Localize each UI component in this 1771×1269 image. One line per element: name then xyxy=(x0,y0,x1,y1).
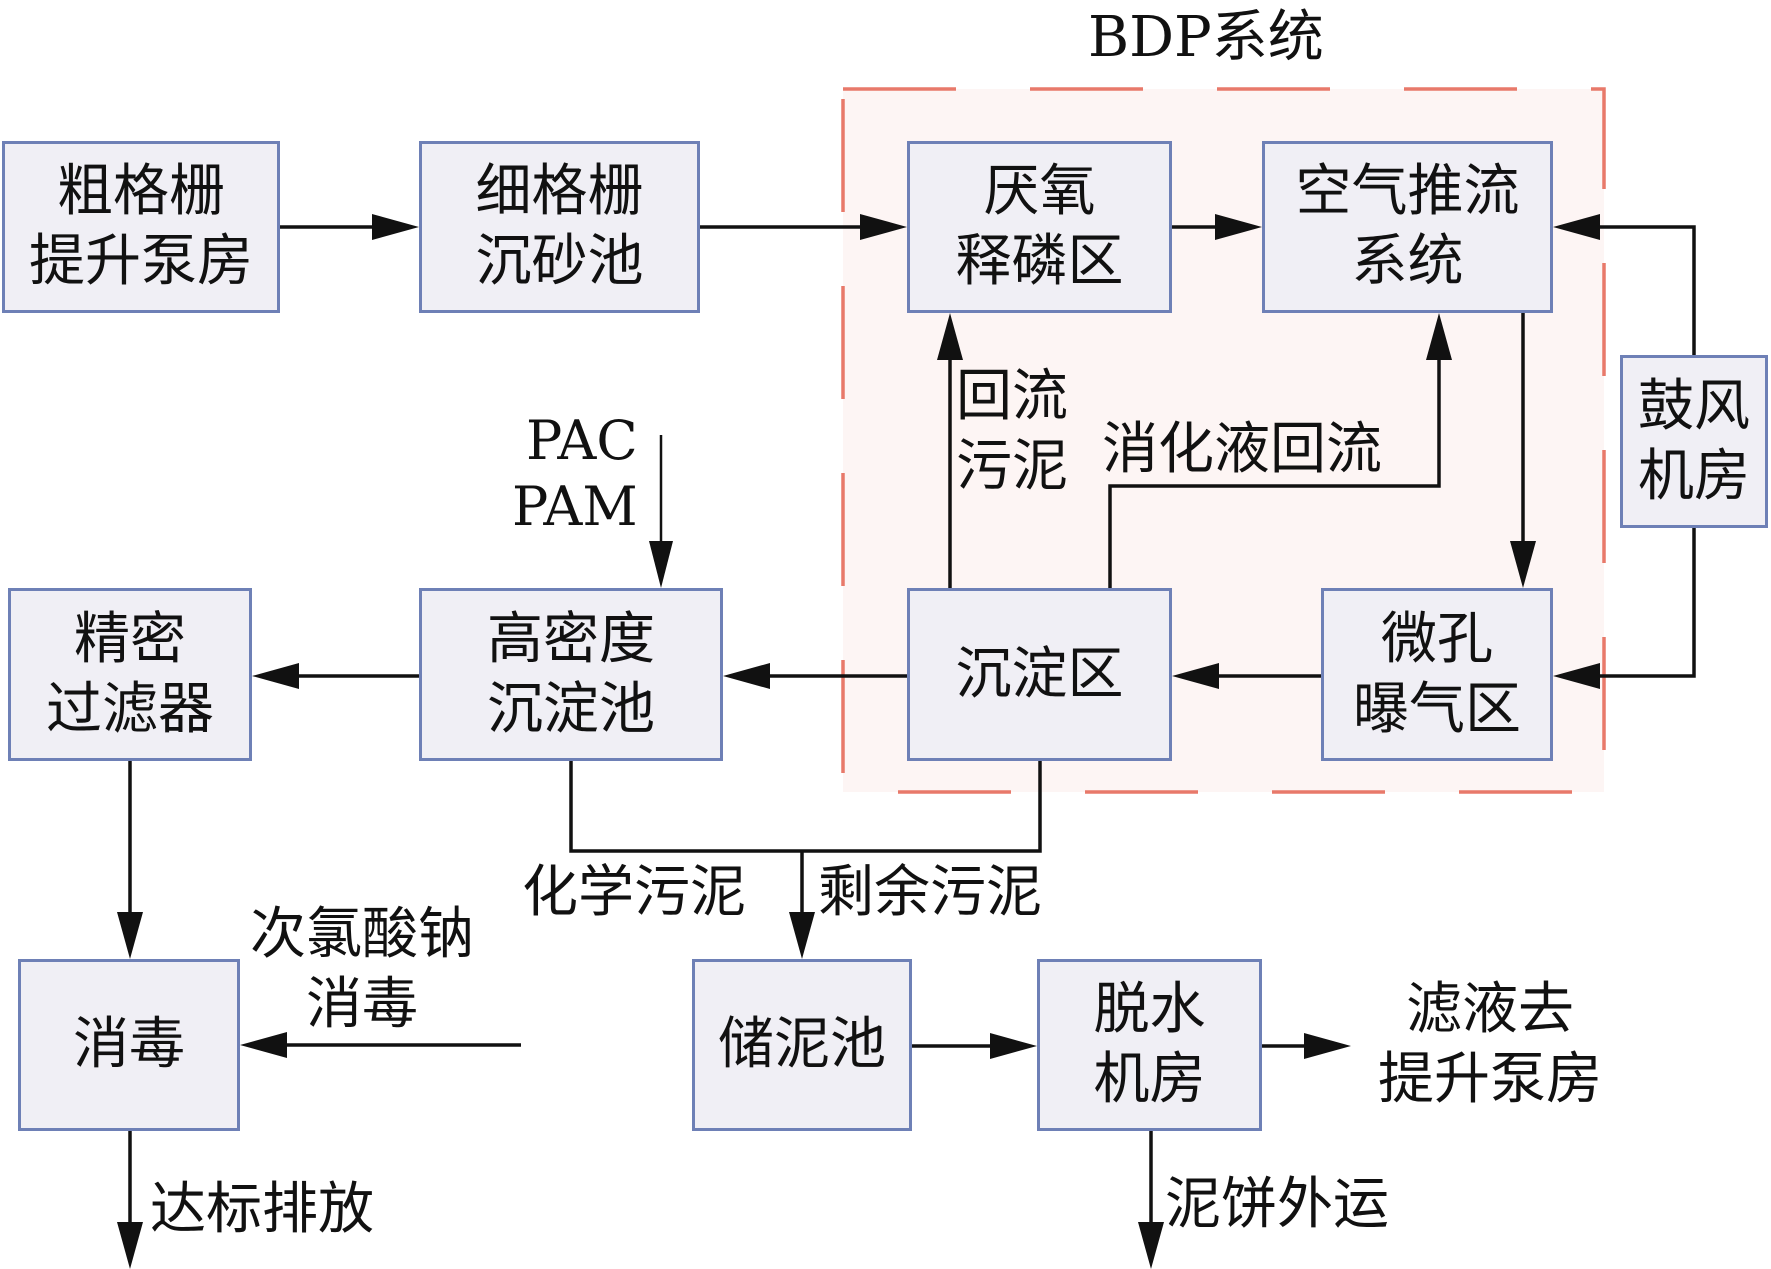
arrowhead xyxy=(252,663,299,689)
label-nitrified-liquid-return: 消化液回流 xyxy=(1102,417,1382,482)
node-label-line: 机房 xyxy=(1638,443,1750,509)
node-label-line: 沉砂池 xyxy=(475,229,644,294)
node-label-line: 系统 xyxy=(1351,229,1464,294)
bdp-system-title: BDP系统 xyxy=(1088,5,1324,70)
node-label-line: 细格栅 xyxy=(475,159,644,224)
label-discharge: 达标排放 xyxy=(150,1177,374,1242)
label-line: PAC xyxy=(525,409,638,472)
arrow-blower-to-aeration xyxy=(1600,528,1696,678)
arrowhead xyxy=(240,1032,287,1058)
label-return-sludge: 回流 污泥 xyxy=(956,362,1068,502)
arrowhead xyxy=(990,1033,1037,1059)
node-label-line: 精密 xyxy=(74,606,186,672)
label-sludge-cake-haulage: 泥饼外运 xyxy=(1165,1172,1389,1237)
node-label-line: 曝气区 xyxy=(1353,676,1521,742)
label-line: 回流 xyxy=(956,364,1068,429)
label-line: 污泥 xyxy=(956,434,1068,499)
label-line: 滤液去 xyxy=(1406,977,1574,1042)
node-label-line: 释磷区 xyxy=(955,229,1124,294)
arrowhead xyxy=(860,214,907,240)
arrow-blower-to-airplug xyxy=(1600,225,1696,355)
label-line: 消毒 xyxy=(306,972,418,1037)
node-disinfection[interactable]: 消毒 xyxy=(18,959,240,1131)
label-line: 提升泵房 xyxy=(1378,1047,1602,1112)
arrowhead xyxy=(1510,541,1536,588)
node-anaerobic-phosphorus-release[interactable]: 厌氧 释磷区 xyxy=(907,141,1172,313)
arrowhead xyxy=(937,313,963,360)
node-label-line: 储泥池 xyxy=(718,1012,886,1077)
arrowhead xyxy=(1553,663,1600,689)
node-coarse-screen-pump-house[interactable]: 粗格栅 提升泵房 xyxy=(2,141,280,313)
arrowhead xyxy=(1426,313,1452,360)
node-label-line: 粗格栅 xyxy=(57,159,225,224)
label-excess-sludge: 剩余污泥 xyxy=(818,860,1042,925)
label-line: PAM xyxy=(512,475,638,538)
arrowhead xyxy=(723,663,770,689)
label-chemical-dosing: PAC PAM xyxy=(512,408,638,540)
label-filtrate-to-pump-house: 滤液去 提升泵房 xyxy=(1378,975,1602,1115)
arrowhead xyxy=(1215,214,1262,240)
node-label-line: 厌氧 xyxy=(983,159,1096,224)
arrowhead xyxy=(1304,1033,1351,1059)
arrowhead xyxy=(117,912,143,959)
arrowhead xyxy=(649,541,673,588)
label-line: 次氯酸钠 xyxy=(250,902,474,967)
node-label-line: 过滤器 xyxy=(46,676,214,742)
node-air-plug-flow-system[interactable]: 空气推流 系统 xyxy=(1262,141,1553,313)
node-dewatering-room[interactable]: 脱水 机房 xyxy=(1037,959,1262,1131)
node-label-line: 沉淀区 xyxy=(955,641,1124,707)
node-settling-zone[interactable]: 沉淀区 xyxy=(907,588,1172,761)
node-sludge-storage-tank[interactable]: 储泥池 xyxy=(692,959,912,1131)
arrowhead xyxy=(1172,663,1219,689)
node-label-line: 机房 xyxy=(1093,1047,1206,1112)
node-label-line: 消毒 xyxy=(73,1012,185,1077)
arrowhead xyxy=(1553,214,1600,240)
node-label-line: 微孔 xyxy=(1381,606,1493,672)
node-label-line: 提升泵房 xyxy=(29,229,253,294)
arrowhead xyxy=(789,912,815,959)
node-label-line: 鼓风 xyxy=(1638,373,1750,439)
node-microporous-aeration[interactable]: 微孔 曝气区 xyxy=(1321,588,1553,761)
node-label-line: 高密度 xyxy=(487,606,655,672)
node-label-line: 沉淀池 xyxy=(487,676,655,742)
arrowhead xyxy=(1138,1222,1164,1269)
line-chemical-sludge xyxy=(569,761,1042,853)
node-blower-room[interactable]: 鼓风 机房 xyxy=(1620,355,1768,528)
arrow-nitrified-return xyxy=(1108,360,1441,588)
node-fine-screen-grit-chamber[interactable]: 细格栅 沉砂池 xyxy=(419,141,700,313)
node-precision-filter[interactable]: 精密 过滤器 xyxy=(8,588,252,761)
node-label-line: 空气推流 xyxy=(1295,159,1520,224)
arrowhead xyxy=(372,214,419,240)
label-chemical-sludge: 化学污泥 xyxy=(522,860,746,925)
node-label-line: 脱水 xyxy=(1093,977,1206,1042)
label-sodium-hypochlorite: 次氯酸钠 消毒 xyxy=(250,900,474,1040)
node-high-density-clarifier[interactable]: 高密度 沉淀池 xyxy=(419,588,723,761)
arrowhead xyxy=(117,1222,143,1269)
